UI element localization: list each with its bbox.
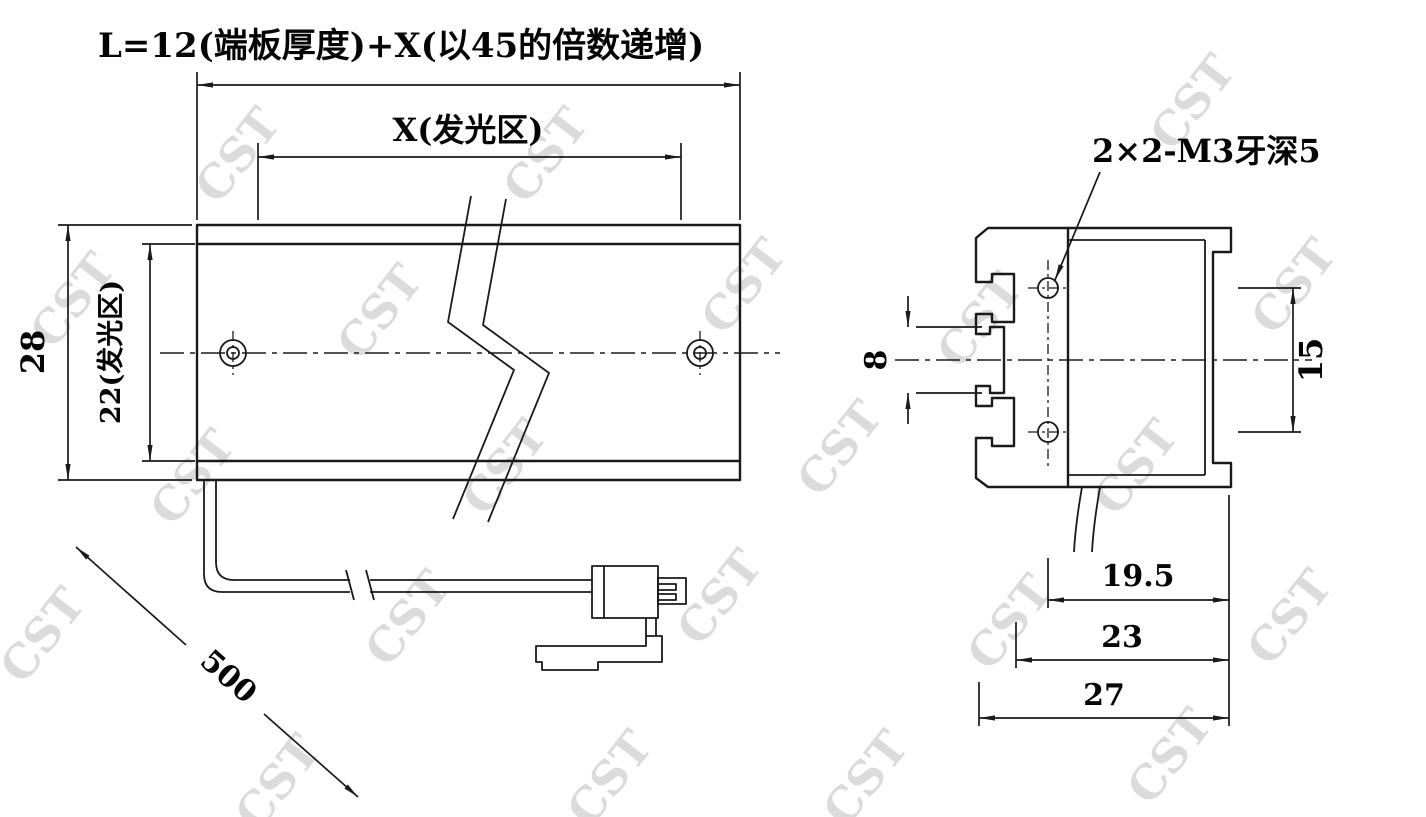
watermark-text: CST: [0, 578, 96, 693]
watermark-text: CST: [786, 391, 893, 506]
slot-8-label: 8: [859, 350, 894, 371]
watermark-text: CST: [556, 721, 663, 817]
width-27-label: 27: [1083, 678, 1125, 713]
overall-length-formula-label: L=12(端板厚度)+X(以45的倍数递增): [98, 26, 704, 66]
cable-connector: [535, 565, 687, 671]
watermark-text: CST: [1236, 560, 1343, 675]
watermark-text: CST: [184, 98, 291, 213]
mounting-hole-right: [686, 331, 714, 375]
watermark-text: CST: [451, 410, 558, 525]
section-view: 2×2-M3牙深5 8 15 19.5 23: [859, 132, 1330, 726]
thread-note: 2×2-M3牙深5: [1054, 132, 1321, 281]
watermark-text: CST: [354, 561, 461, 676]
watermark-text: CST: [1082, 410, 1189, 525]
break-lines: [447, 195, 550, 523]
glow-height-label: 22(发光区): [95, 280, 127, 424]
watermark-text: CST: [956, 565, 1063, 680]
height-28-label: 28: [14, 330, 52, 375]
dim-width-19-5: 19.5: [1047, 495, 1230, 726]
dim-height-28: 28: [14, 224, 192, 481]
watermark-text: CST: [139, 420, 246, 535]
watermark-text: CST: [1116, 699, 1223, 814]
watermark-text: CST: [666, 540, 773, 655]
cable: [203, 480, 592, 601]
watermark-text: CST: [812, 721, 919, 817]
spacing-15-label: 15: [1292, 338, 1330, 383]
dim-slot-8: 8: [859, 296, 982, 424]
dim-overall-length: L=12(端板厚度)+X(以45的倍数递增): [98, 26, 741, 220]
mounting-hole-left: [219, 331, 247, 375]
watermark-text: CST: [224, 725, 331, 817]
dim-spacing-15: 15: [1238, 287, 1330, 433]
front-view: L=12(端板厚度)+X(以45的倍数递增) X(发光区) 28 22(发光区): [14, 26, 780, 798]
width-19-5-label: 19.5: [1101, 559, 1174, 594]
bottom-tab: [1073, 486, 1101, 553]
dim-cable-500: 500: [75, 546, 359, 798]
thread-note-label: 2×2-M3牙深5: [1092, 132, 1321, 170]
cable-length-label: 500: [193, 643, 263, 711]
profile-outline: [974, 226, 1233, 489]
dim-glow-height-22: 22(发光区): [95, 243, 195, 462]
watermark-text: CST: [690, 229, 797, 344]
width-23-label: 23: [1101, 620, 1143, 655]
dim-width-27: 27: [978, 678, 1229, 726]
glow-width-label: X(发光区): [392, 111, 543, 149]
screw-holes: [1037, 277, 1059, 443]
dim-glow-width: X(发光区): [257, 111, 682, 220]
dim-width-23: 23: [1015, 620, 1229, 668]
